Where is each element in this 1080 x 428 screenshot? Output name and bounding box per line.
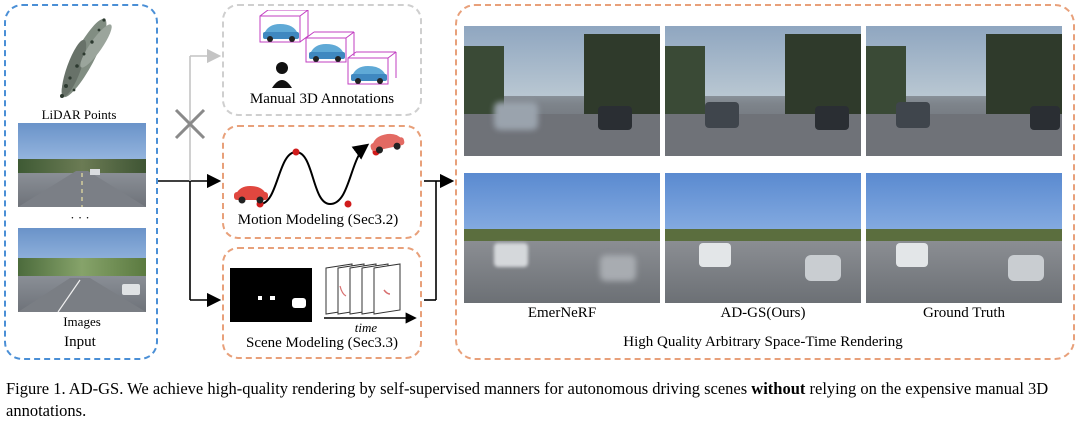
ground-truth-1 [866,26,1062,156]
column-label-ground-truth: Ground Truth [922,305,1006,321]
rendering-panel [455,4,1075,360]
input-panel [4,4,158,360]
motion-trajectory-illustration [234,133,405,208]
column-label-adgs: AD-GS(Ours) [720,305,806,321]
car-icon-right [370,133,405,154]
adgs-render-2 [665,173,861,303]
keypoint-2 [292,148,300,156]
caption-suffix: relying on the expensive manual 3D annot… [6,379,1049,420]
time-label: time [354,320,378,335]
annotated-cars-illustration [259,10,397,88]
figure-caption: Figure 1. AD-GS. We achieve high-quality… [6,378,1076,422]
input-title: Input [64,334,96,350]
scene-modeling-title: Scene Modeling (Sec3.3) [245,335,399,351]
car-icon-left [234,186,268,204]
manual-annotations-panel [222,4,422,116]
caption-prefix: Figure 1. AD-GS. We achieve high-quality… [6,379,752,398]
input-image-1 [18,123,146,207]
time-frames-stack [324,263,417,324]
person-icon [272,62,292,88]
images-label: Images [63,314,101,329]
caption-bold: without [751,379,806,398]
scene-modeling-panel [222,247,422,359]
segmentation-mask [230,268,312,322]
column-label-emernerf: EmerNeRF [527,305,597,321]
input-image-2 [18,228,146,312]
manual-annotations-title: Manual 3D Annotations [249,91,395,107]
rendering-title: High Quality Arbitrary Space-Time Render… [623,334,903,350]
lidar-point-cloud [60,18,112,98]
motion-modeling-title: Motion Modeling (Sec3.2) [237,212,399,228]
ground-truth-2 [866,173,1062,303]
keypoint-3 [344,200,352,208]
input-ellipsis: · · · [70,210,90,225]
motion-modeling-panel [222,125,422,239]
emernerf-render-1 [464,26,660,156]
emernerf-render-2 [464,173,660,303]
adgs-render-1 [665,26,861,156]
lidar-label: LiDAR Points [41,107,117,122]
